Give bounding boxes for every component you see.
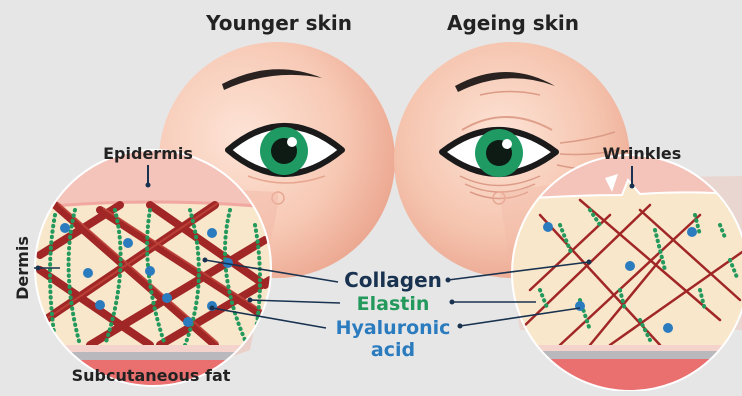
title-younger-skin: Younger skin <box>205 11 352 35</box>
label-epidermis: Epidermis <box>103 144 193 163</box>
label-collagen: Collagen <box>344 268 442 292</box>
label-dermis: Dermis <box>13 236 32 300</box>
label-elastin: Elastin <box>357 293 430 315</box>
label-subcutaneous-fat: Subcutaneous fat <box>72 366 231 385</box>
label-hyaluronic: Hyaluronic <box>336 317 451 339</box>
title-ageing-skin: Ageing skin <box>447 11 579 35</box>
label-wrinkles: Wrinkles <box>603 144 682 163</box>
label-acid: acid <box>371 339 415 361</box>
